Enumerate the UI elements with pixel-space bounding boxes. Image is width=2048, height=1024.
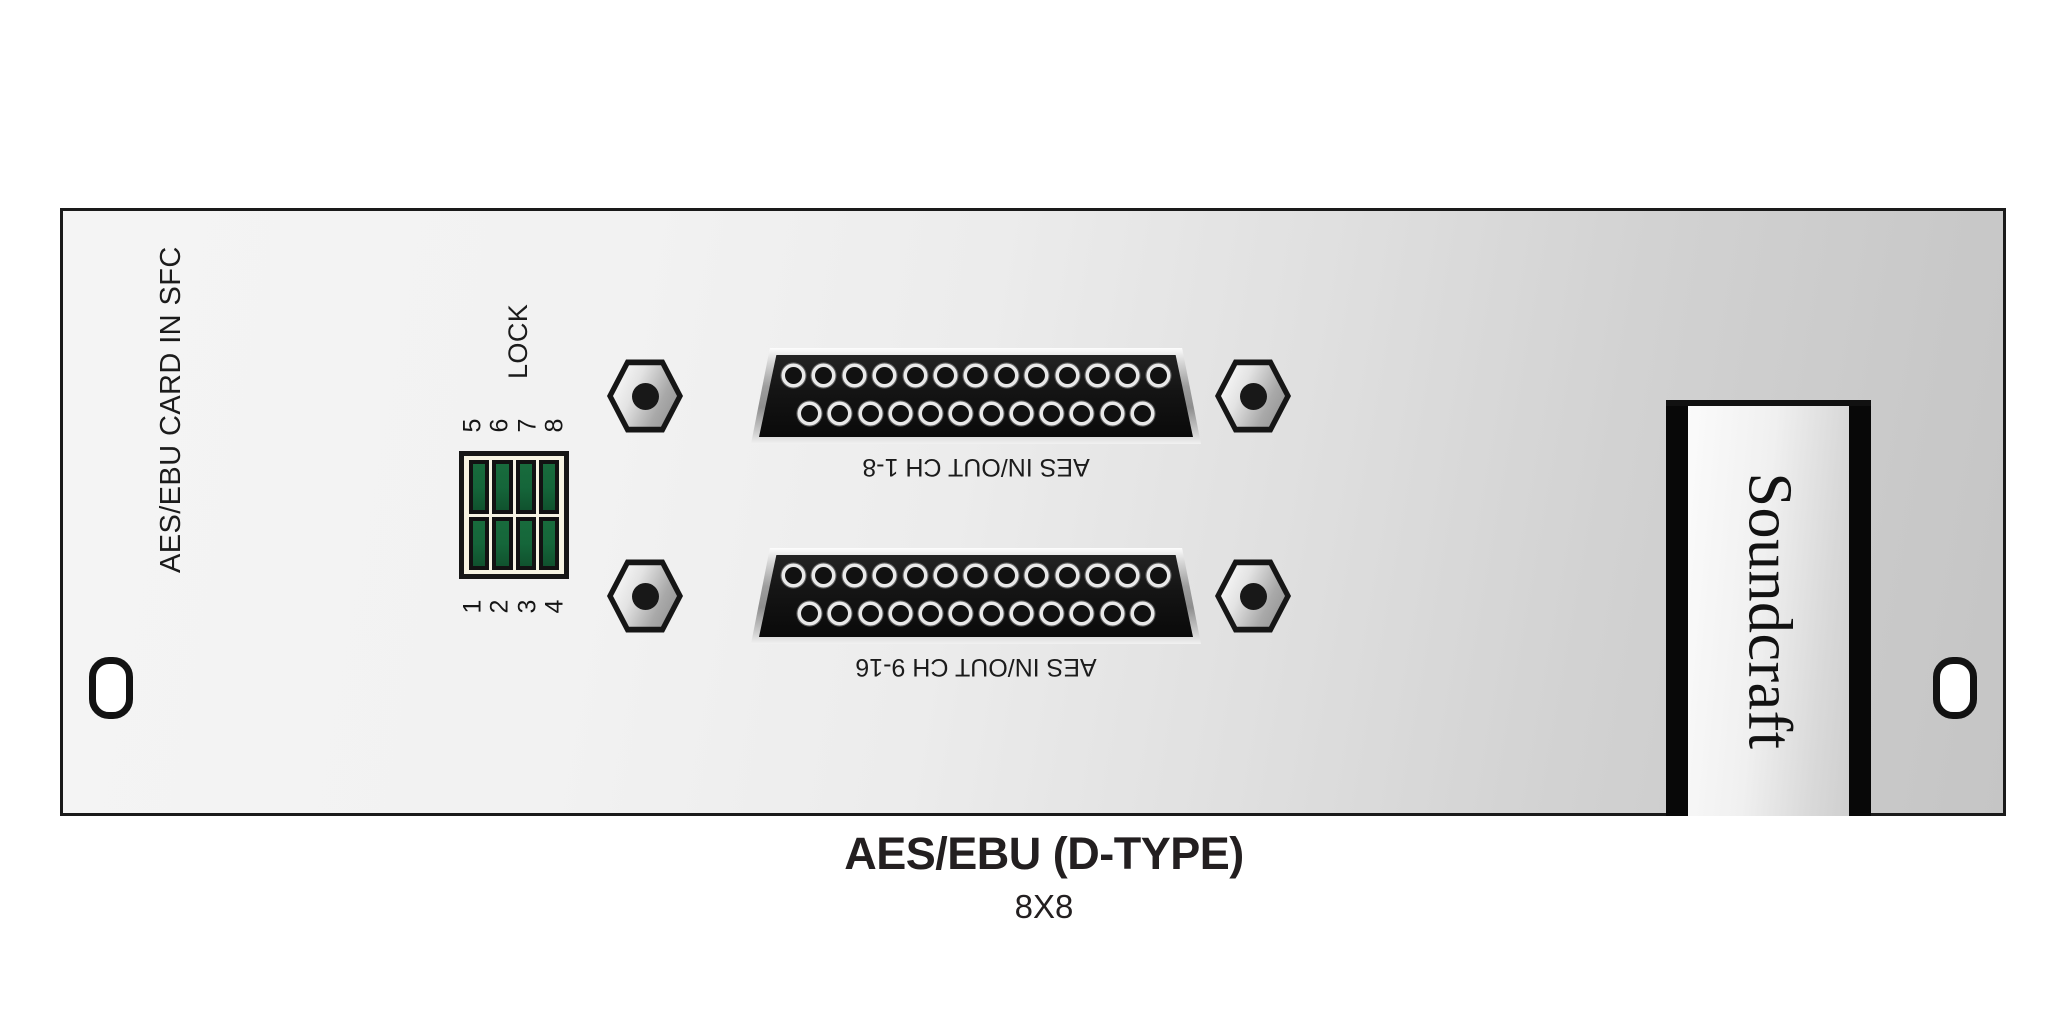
dsub-pin [922, 605, 940, 622]
dsub-pin-row-top [785, 567, 1167, 584]
dsub-pin [997, 567, 1015, 584]
hex-nut-hole [1239, 382, 1267, 410]
dsub-pin [1058, 567, 1076, 584]
dip-number: 6 [485, 418, 514, 433]
dsub-pin [891, 405, 909, 422]
hex-nut-hole [1239, 582, 1267, 610]
dsub-pin [876, 367, 894, 384]
dsub-pin [785, 367, 802, 384]
dip-number: 5 [458, 418, 487, 433]
dip-number: 3 [513, 599, 542, 614]
dip-numbers-bottom: 1 2 3 4 [458, 594, 569, 619]
dip-switch-7[interactable] [515, 460, 536, 514]
dsub-pin [937, 567, 955, 584]
dsub-pin [906, 367, 924, 384]
dsub-pin [1028, 367, 1046, 384]
dip-switch-2[interactable] [492, 516, 513, 570]
mounting-slot-left [89, 657, 133, 719]
hex-standoff-bottom-left[interactable] [607, 558, 683, 634]
dsub-pin [1043, 405, 1061, 422]
dsub-pin [1133, 405, 1151, 422]
dsub-pin [1012, 605, 1030, 622]
brand-bar-left [1666, 406, 1688, 816]
dsub-pin [831, 405, 849, 422]
dsub-label-ch1-8: AES IN/OUT CH 1-8 [862, 453, 1090, 481]
card-panel: AES/EBU CARD IN SFC LOCK 5 6 7 8 1 2 3 4 [60, 208, 2006, 816]
brand-plate: Soundcraft [1688, 406, 1849, 816]
brand-block: Soundcraft [1666, 400, 1871, 816]
dsub-pin [1028, 567, 1046, 584]
dsub-pin [891, 605, 909, 622]
dsub-pin [1149, 567, 1167, 584]
caption-title: AES/EBU (D-TYPE) [844, 828, 1244, 879]
dsub-pin [906, 567, 924, 584]
dsub-pin [997, 367, 1015, 384]
dsub-pin [1012, 405, 1030, 422]
dsub-pin [1119, 567, 1137, 584]
dsub-pin [1089, 567, 1107, 584]
dsub-pin [845, 567, 863, 584]
dip-numbers-top: 5 6 7 8 [458, 413, 569, 438]
figure-caption: AES/EBU (D-TYPE) 8X8 [0, 828, 2048, 926]
dip-number: 8 [540, 418, 569, 433]
dsub-pin [982, 605, 1000, 622]
dsub-pin [922, 405, 940, 422]
dsub-pin [1133, 605, 1151, 622]
dip-switch-5[interactable] [469, 460, 490, 514]
dsub-pin [1073, 605, 1091, 622]
dsub-pin [967, 567, 985, 584]
mounting-slot-right [1933, 657, 1977, 719]
dsub-pin [876, 567, 894, 584]
dsub-pin [952, 405, 970, 422]
brand-bar-right [1849, 406, 1871, 816]
dip-switch-1[interactable] [469, 516, 490, 570]
dsub-pin-row-bottom [801, 405, 1151, 422]
dsub-pin-row-top [785, 367, 1167, 384]
hex-standoff-top-left[interactable] [607, 358, 683, 434]
dip-switch-3[interactable] [515, 516, 536, 570]
dsub-pin [1073, 405, 1091, 422]
card-label: AES/EBU CARD IN SFC [155, 246, 187, 573]
dsub-pin [845, 367, 863, 384]
dsub-pin [1103, 405, 1121, 422]
dsub-pin [1103, 605, 1121, 622]
brand-logo: Soundcraft [1735, 472, 1803, 750]
dip-number: 7 [513, 418, 542, 433]
dsub-pin [861, 605, 879, 622]
lock-label: LOCK [503, 303, 533, 379]
dsub-pin [815, 567, 833, 584]
dip-switch-4[interactable] [538, 516, 559, 570]
dsub-pin [1149, 367, 1167, 384]
dip-number: 2 [485, 599, 514, 614]
dsub-pin [952, 605, 970, 622]
dsub-pin [1043, 605, 1061, 622]
dsub-pin [967, 367, 985, 384]
dsub-pin [831, 605, 849, 622]
dsub-pin [1119, 367, 1137, 384]
dsub-pin [801, 605, 818, 622]
dip-switch-frame [459, 451, 569, 579]
dsub-pin [1089, 367, 1107, 384]
dsub-pin [982, 405, 1000, 422]
dip-switch-block[interactable]: 5 6 7 8 1 2 3 4 [458, 419, 569, 613]
dsub-pin [937, 367, 955, 384]
dsub-pin [1058, 367, 1076, 384]
hex-standoff-bottom-right[interactable] [1215, 558, 1291, 634]
dsub-label-ch9-16: AES IN/OUT CH 9-16 [855, 653, 1097, 681]
dsub-pin [815, 367, 833, 384]
dsub-connector-ch9-16[interactable]: AES IN/OUT CH 9-16 [751, 548, 1201, 681]
dip-switch-6[interactable] [492, 460, 513, 514]
dip-switch-8[interactable] [538, 460, 559, 514]
dsub-pin-row-bottom [801, 605, 1151, 622]
dsub-connector-ch1-8[interactable]: AES IN/OUT CH 1-8 [751, 348, 1201, 481]
hex-standoff-top-right[interactable] [1215, 358, 1291, 434]
dsub-pin [785, 567, 802, 584]
hex-nut-hole [631, 582, 659, 610]
dip-number: 1 [458, 599, 487, 614]
dsub-pin [801, 405, 818, 422]
caption-subtitle: 8X8 [1014, 888, 1074, 925]
dip-number: 4 [540, 599, 569, 614]
hex-nut-hole [631, 382, 659, 410]
dsub-pin [861, 405, 879, 422]
